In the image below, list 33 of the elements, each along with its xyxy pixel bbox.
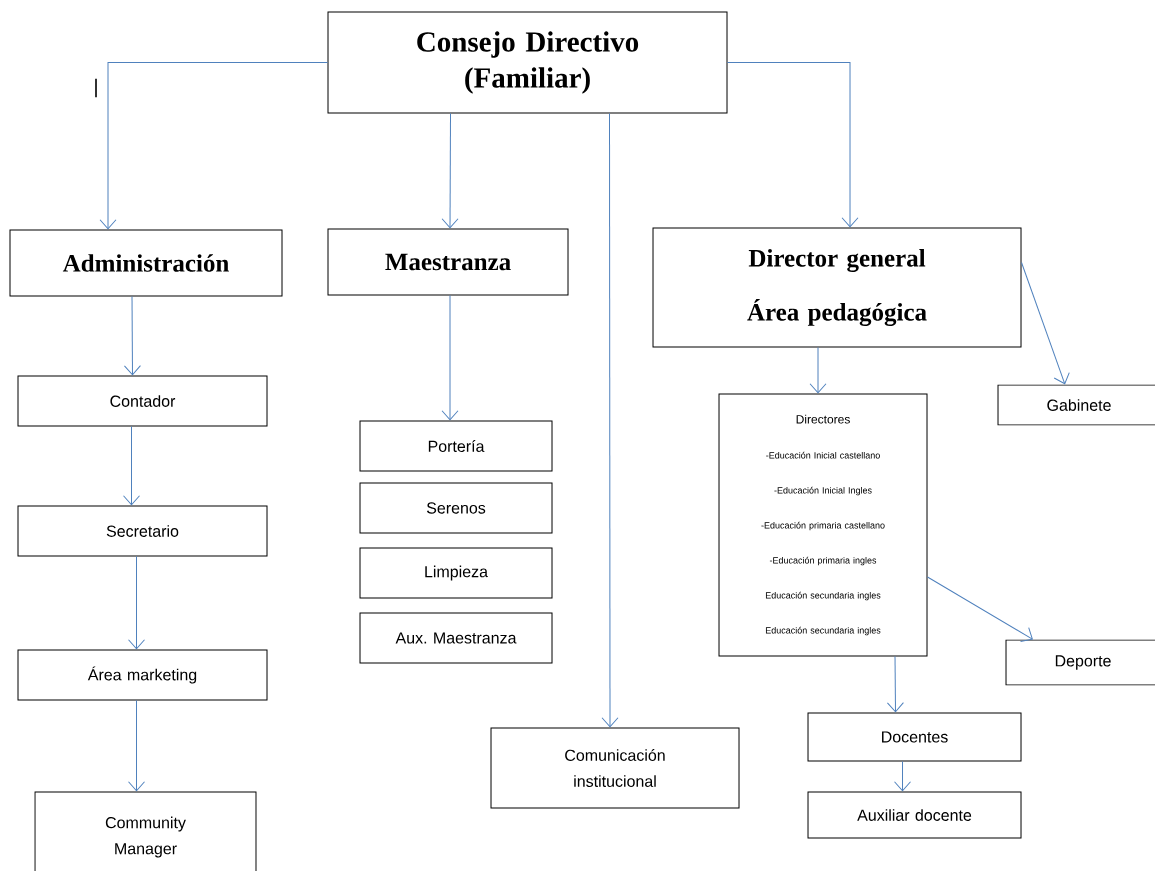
arrow xyxy=(894,761,911,792)
arrow xyxy=(123,426,140,506)
text-cursor: | xyxy=(95,78,97,98)
arrow xyxy=(601,113,619,728)
org-box: Comunicación institucional xyxy=(490,727,740,809)
arrow xyxy=(441,113,459,229)
arrow xyxy=(809,347,827,394)
org-box: Deporte xyxy=(1005,639,1155,686)
arrow xyxy=(1021,262,1070,385)
org-box: Área marketing xyxy=(17,649,268,701)
arrow xyxy=(441,295,459,421)
org-box: Maestranza xyxy=(327,228,569,296)
arrow xyxy=(99,62,328,230)
arrow xyxy=(128,700,145,792)
arrow xyxy=(727,62,859,228)
org-box: Administración xyxy=(9,229,283,297)
org-box: Limpieza xyxy=(359,547,553,599)
arrow xyxy=(886,656,904,713)
org-box: Auxiliar docente xyxy=(807,791,1022,839)
org-box: Aux. Maestranza xyxy=(359,612,553,664)
arrow xyxy=(927,576,1033,642)
org-box: Gabinete xyxy=(997,384,1155,426)
arrow xyxy=(128,556,145,650)
org-box: Contador xyxy=(17,375,268,427)
org-box: Portería xyxy=(359,420,553,472)
org-box: Serenos xyxy=(359,482,553,534)
org-box: Consejo Directivo (Familiar) xyxy=(327,11,728,114)
org-box: Docentes xyxy=(807,712,1022,762)
arrow xyxy=(123,296,141,376)
org-box: Secretario xyxy=(17,505,268,557)
org-box: Community Manager xyxy=(34,791,257,871)
org-box: Director general Área pedagógica xyxy=(652,227,1022,348)
org-box: Directores -Educación Inicial castellano -Educación Inicial Ingles -Educación primaria castellano -Educación primaria ingles Educación secundaria ingles Educación secundaria ingles xyxy=(718,393,928,657)
